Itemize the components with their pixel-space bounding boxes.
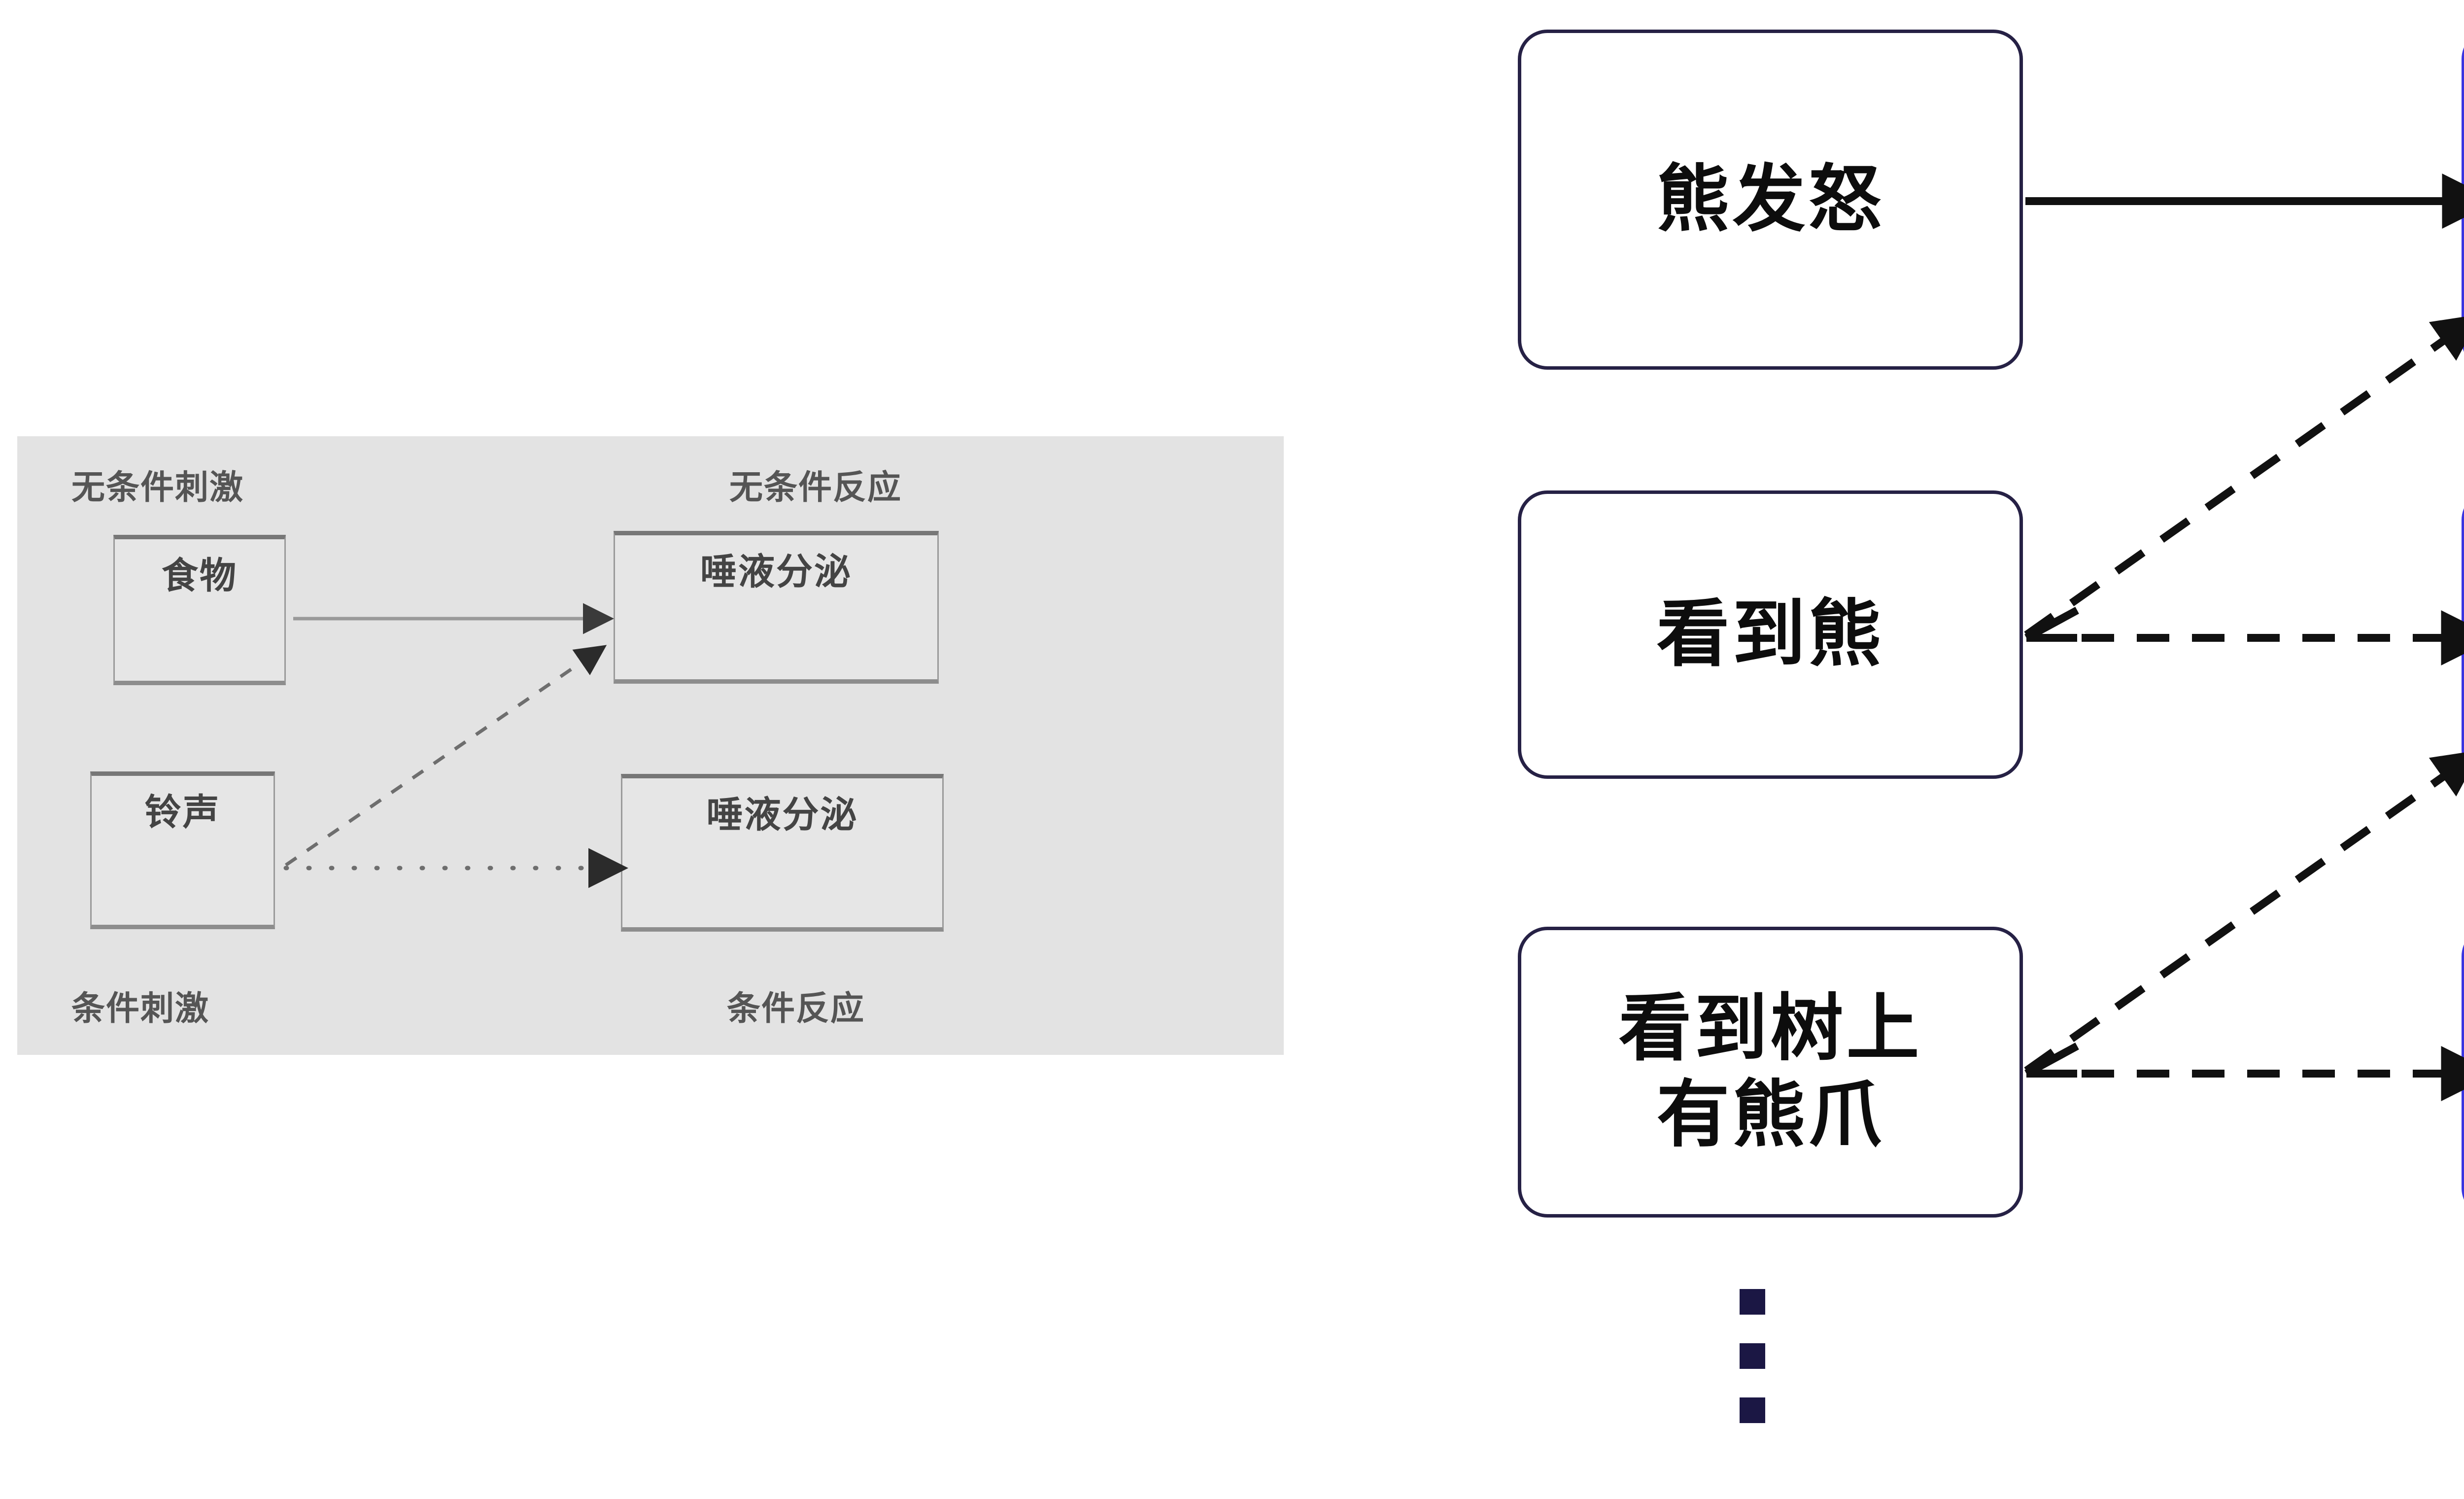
ellipsis-left-dot-1 — [1740, 1289, 1765, 1315]
pavlov-box-salivation-unconditioned-label: 唾液分泌 — [700, 551, 852, 592]
label-unconditioned-stimulus: 无条件刺激 — [71, 469, 244, 506]
ellipsis-left-dot-2 — [1740, 1343, 1765, 1369]
pavlov-box-salivation-conditioned: 唾液分泌 — [621, 774, 944, 932]
edge-see-claw-left-tick — [2024, 1042, 2079, 1078]
pavlov-box-food-label: 食物 — [162, 555, 238, 596]
pavlov-box-bell-label: 铃声 — [144, 792, 221, 833]
ellipsis-left-dot-3 — [1740, 1397, 1765, 1423]
node-see-bear-label: 看到熊 — [1656, 593, 1884, 675]
pavlov-box-salivation-unconditioned: 唾液分泌 — [614, 531, 939, 684]
pavlov-box-food: 食物 — [113, 535, 286, 685]
node-reward[interactable]: 奖励 — [2462, 30, 2464, 370]
pavlov-box-bell: 铃声 — [90, 771, 275, 929]
node-value-s[interactable]: V(s) — [2462, 927, 2464, 1218]
arrow-bell-to-salivation-upper — [285, 645, 607, 867]
label-conditioned-response: 条件反应 — [727, 990, 865, 1027]
classical-conditioning-panel: 无条件刺激 无条件反应 条件刺激 条件反应 食物 唾液分泌 铃声 唾液分泌 — [17, 436, 1284, 1055]
node-see-bear-claw-label-line1: 看到树上 — [1618, 988, 1922, 1070]
edge-see-bear-to-reward — [2024, 314, 2464, 638]
edge-see-bear-left-tick — [2024, 606, 2079, 642]
pavlov-arrows-layer — [283, 603, 628, 888]
pavlov-box-salivation-conditioned-label: 唾液分泌 — [706, 794, 858, 835]
node-see-bear-claw-label-line2: 有熊爪 — [1656, 1074, 1884, 1155]
label-conditioned-stimulus: 条件刺激 — [71, 990, 210, 1027]
node-bear-angry[interactable]: 熊发怒 — [1518, 30, 2023, 370]
node-value-s-prime[interactable]: V(s′) — [2462, 490, 2464, 779]
edge-see-claw-to-v-s-prime — [2024, 750, 2464, 1074]
node-see-bear[interactable]: 看到熊 — [1518, 490, 2023, 779]
node-see-bear-claw[interactable]: 看到树上 有熊爪 — [1518, 927, 2023, 1218]
ellipsis-left-column — [1740, 1289, 1765, 1423]
label-unconditioned-response: 无条件反应 — [729, 469, 902, 506]
node-bear-angry-label: 熊发怒 — [1656, 158, 1884, 240]
